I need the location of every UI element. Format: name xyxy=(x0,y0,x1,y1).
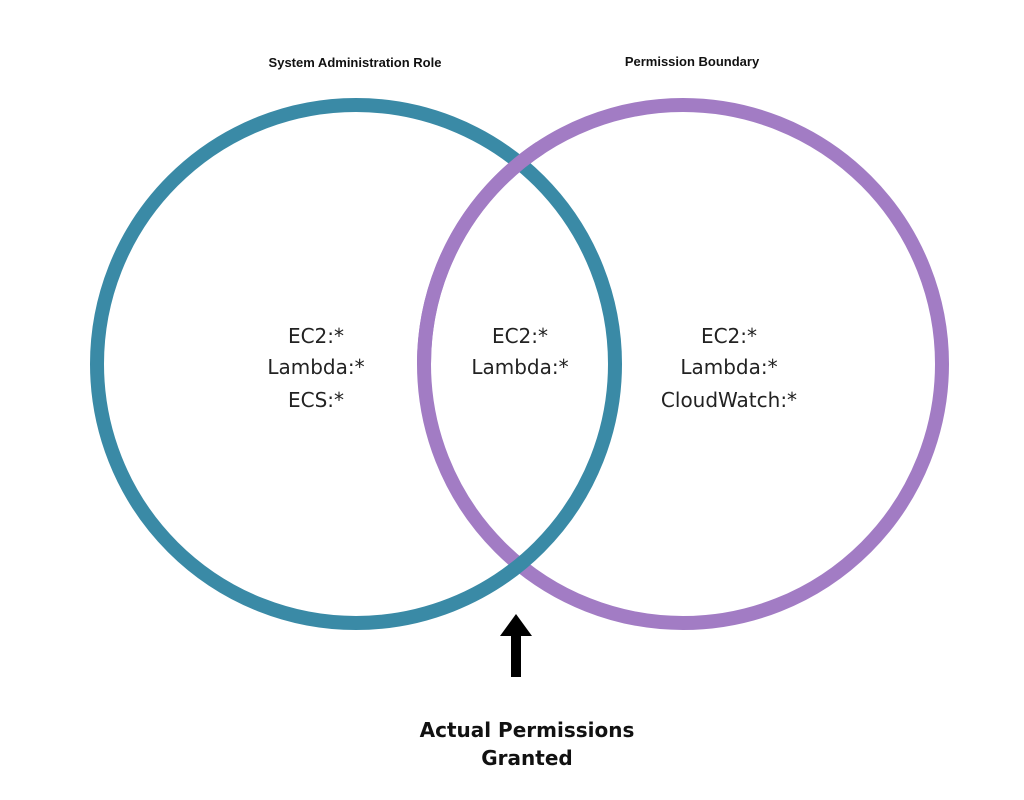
intersection-permission: EC2:* xyxy=(492,324,548,348)
left-set-title: System Administration Role xyxy=(269,55,442,70)
caption-line-2: Granted xyxy=(481,746,573,770)
arrow-up-icon xyxy=(500,614,532,677)
left-permission: ECS:* xyxy=(288,388,344,412)
left-permission: EC2:* xyxy=(288,324,344,348)
actual-permissions-caption: Actual Permissions Granted xyxy=(377,716,677,772)
caption-line-1: Actual Permissions xyxy=(419,718,635,742)
right-permission: Lambda:* xyxy=(680,355,777,379)
left-permission: Lambda:* xyxy=(267,355,364,379)
right-permission: CloudWatch:* xyxy=(661,388,797,412)
right-set-title: Permission Boundary xyxy=(625,54,760,69)
intersection-permission: Lambda:* xyxy=(471,355,568,379)
right-set-circle-overlap-arc xyxy=(417,142,544,365)
left-set-circle xyxy=(90,98,622,630)
right-permission: EC2:* xyxy=(701,324,757,348)
